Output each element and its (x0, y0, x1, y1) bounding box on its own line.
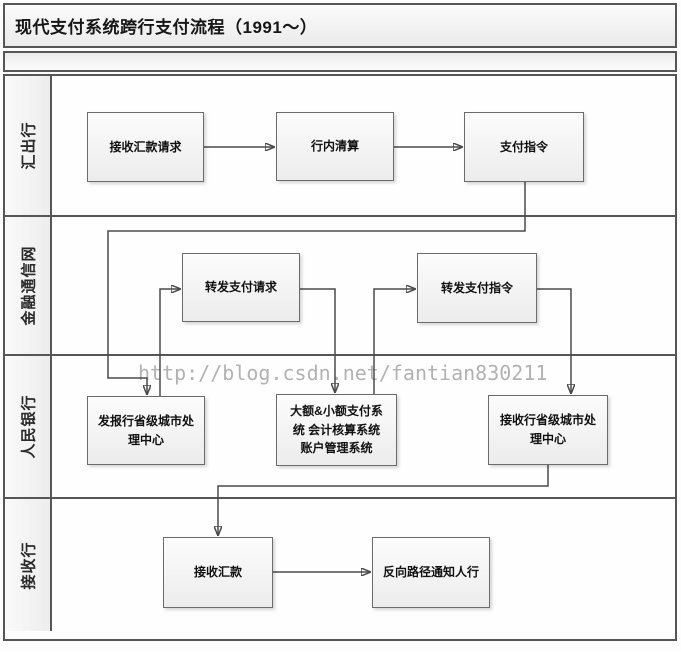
node-receiving-provincial-city-center: 接收行省级城市处 理中心 (488, 395, 608, 465)
lane-header: 接收行 (5, 499, 52, 631)
node-sending-provincial-city-center: 发报行省级城市处 理中心 (87, 396, 205, 465)
lane-header: 人民银行 (5, 356, 52, 497)
node-forward-payment-instruction: 转发支付指令 (417, 253, 537, 323)
lane-header: 金融通信网 (5, 217, 52, 354)
lane-label: 金融通信网 (20, 245, 38, 326)
swimlane-financial-network: 金融通信网 (5, 215, 675, 354)
node-forward-payment-request: 转发支付请求 (182, 253, 300, 322)
diagram-title-bar: 现代支付系统跨行支付流程（1991～） (3, 3, 677, 48)
node-receive-remittance: 接收汇款 (163, 537, 273, 608)
diagram-title: 现代支付系统跨行支付流程（1991～） (15, 18, 318, 37)
lane-label: 人民银行 (20, 394, 38, 459)
node-receive-remittance-request: 接收汇款请求 (87, 112, 204, 182)
node-internal-clearing: 行内清算 (276, 112, 394, 181)
lane-label: 汇出行 (20, 121, 38, 170)
node-reverse-path-notify-pboc: 反向路径通知人行 (372, 537, 490, 608)
watermark-text: http://blog.csdn.net/fantian830211 (138, 361, 548, 385)
subtitle-band (3, 51, 677, 72)
lane-label: 接收行 (20, 540, 38, 590)
lane-content (52, 217, 675, 354)
node-hvps-bvps-accounting-system: 大额&小额支付系 统 会计核算系统 账户管理系统 (276, 394, 397, 466)
swimlane-receiving-bank: 接收行 (5, 497, 675, 631)
lane-header: 汇出行 (5, 76, 52, 215)
lane-content (52, 499, 675, 631)
node-payment-instruction: 支付指令 (464, 112, 584, 182)
